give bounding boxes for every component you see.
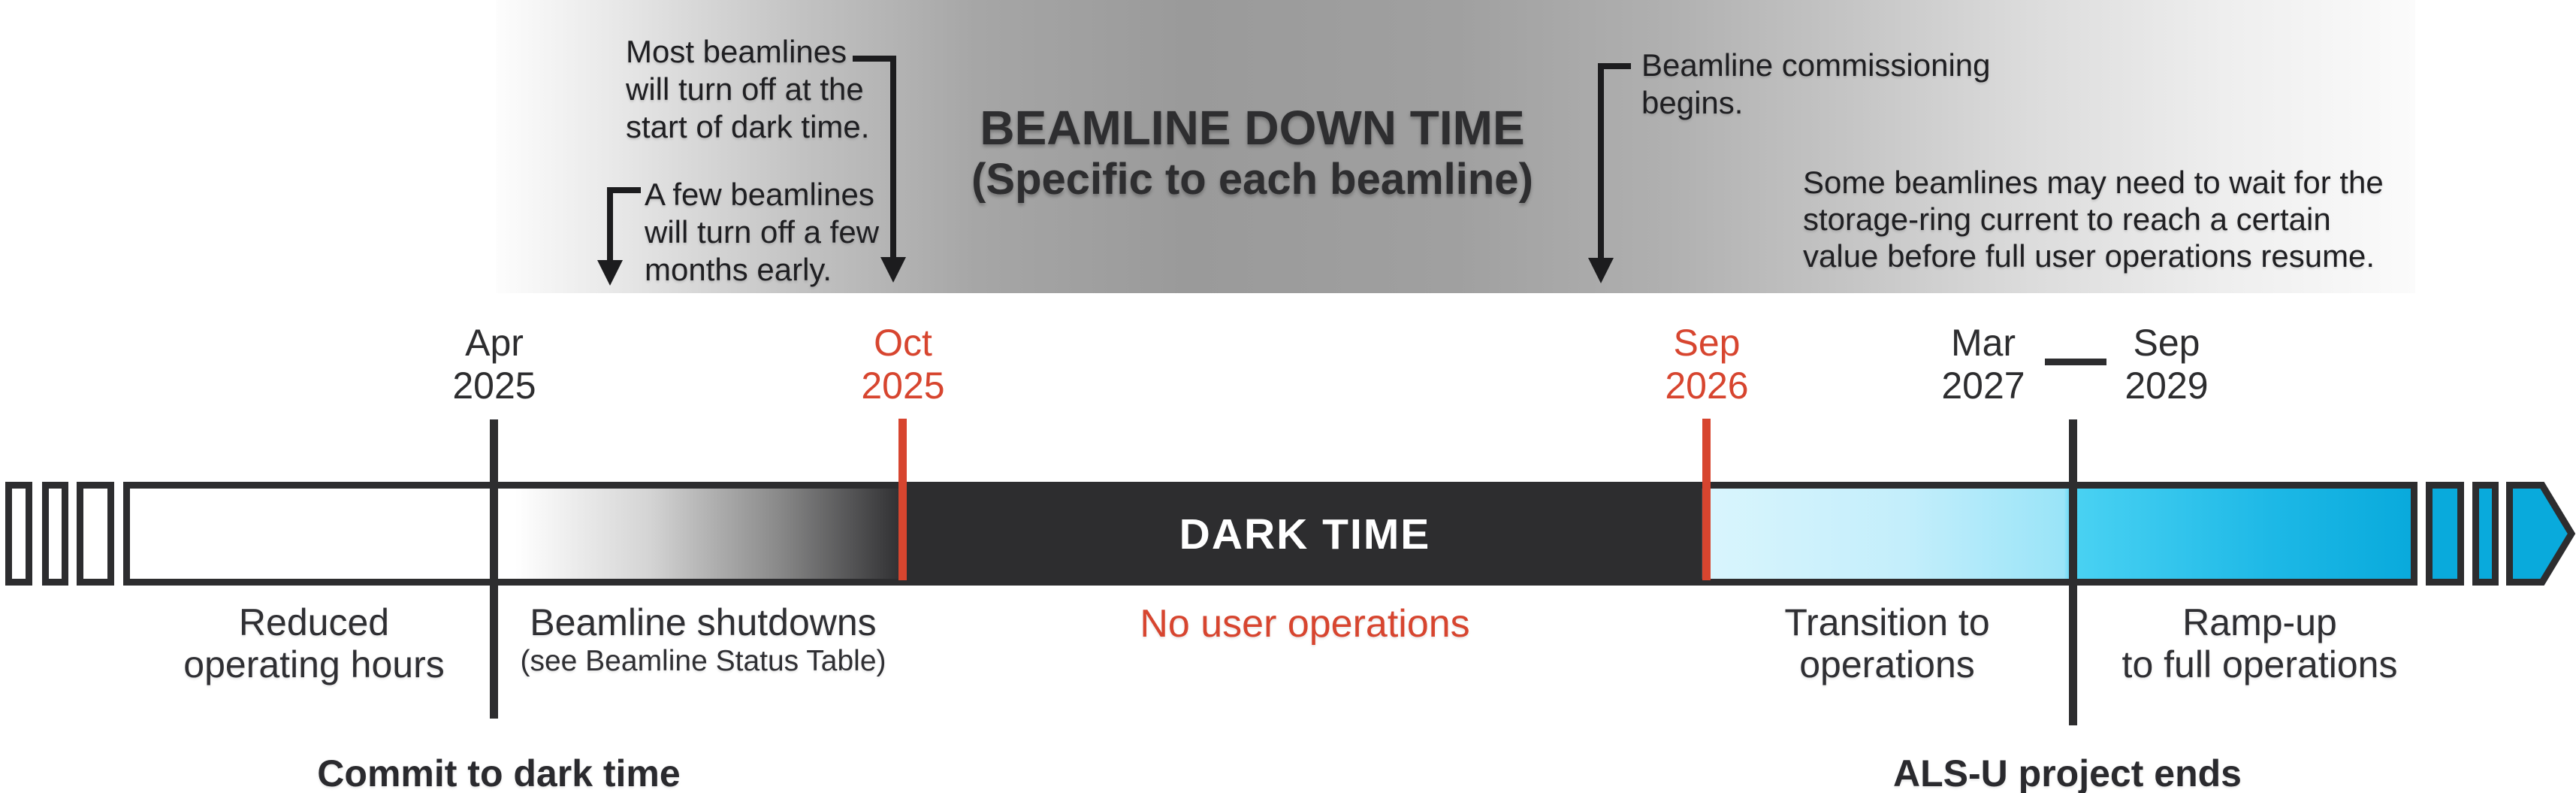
annotation-wait-line1: Some beamlines may need to wait for the xyxy=(1803,165,2384,200)
date-oct-2025-year: 2025 xyxy=(861,365,945,407)
milestone-line-sep-2026 xyxy=(1702,419,1711,580)
date-sep-2029-year: 2029 xyxy=(2125,365,2209,407)
few-beamlines-arrow-vertical xyxy=(607,187,613,262)
timeline-end-arrow-icon xyxy=(2506,482,2575,586)
most-beamlines-arrowhead-icon xyxy=(880,257,906,283)
annotation-wait: Some beamlines may need to wait for the … xyxy=(1803,164,2384,274)
phase-rampup-line2: to full operations xyxy=(2122,643,2398,686)
milestone-line-oct-2025 xyxy=(898,419,907,580)
phase-transition-line1: Transition to xyxy=(1784,601,1990,643)
date-sep-2029: Sep 2029 xyxy=(2069,322,2264,407)
annotation-wait-line2: storage-ring current to reach a certain xyxy=(1803,201,2331,237)
band-title-line2: (Specific to each beamline) xyxy=(971,155,1533,204)
date-oct-2025: Oct 2025 xyxy=(805,322,1001,407)
phase-reduced-hours: Reduced operating hours xyxy=(51,601,577,686)
timeline-end-tick-1 xyxy=(2426,482,2464,586)
date-apr-2025-year: 2025 xyxy=(452,365,536,407)
date-sep-2026-year: 2026 xyxy=(1665,365,1749,407)
few-beamlines-arrowhead-icon xyxy=(597,260,623,286)
date-sep-2026: Sep 2026 xyxy=(1609,322,1804,407)
timeline-end-tick-2 xyxy=(2472,482,2499,586)
event-commit-dark-time: Commit to dark time xyxy=(317,752,681,793)
phase-shutdowns-line1: Beamline shutdowns xyxy=(530,601,877,643)
date-range-dash xyxy=(2045,359,2106,365)
dark-time-label: DARK TIME xyxy=(1179,510,1431,558)
annotation-few-line1: A few beamlines xyxy=(645,177,874,212)
phase-beamline-shutdowns: Beamline shutdowns (see Beamline Status … xyxy=(440,601,966,679)
annotation-wait-line3: value before full user operations resume… xyxy=(1803,238,2375,274)
phase-no-user-operations: No user operations xyxy=(1042,603,1568,645)
annotation-few-line2: will turn off a few xyxy=(645,214,880,250)
few-beamlines-arrow-horizontal xyxy=(607,187,641,193)
phase-transition-line2: operations xyxy=(1799,643,1975,686)
annotation-few-line3: months early. xyxy=(645,252,832,287)
date-sep-2026-month: Sep xyxy=(1673,322,1741,364)
commissioning-arrowhead-icon xyxy=(1588,258,1614,283)
annotation-most-line1: Most beamlines xyxy=(626,34,847,69)
timeline-bar xyxy=(123,482,2417,586)
annotation-few-beamlines: A few beamlines will turn off a few mont… xyxy=(645,176,879,289)
most-beamlines-arrow-vertical xyxy=(890,56,896,260)
date-apr-2025: Apr 2025 xyxy=(397,322,592,407)
phase-rampup: Ramp-up to full operations xyxy=(1997,601,2523,686)
beamline-downtime-band xyxy=(496,0,2415,293)
date-mar-2027: Mar 2027 xyxy=(1886,322,2081,407)
phase-reduced-line2: operating hours xyxy=(183,643,445,686)
milestone-line-mar-2027 xyxy=(2069,419,2077,725)
timeline-start-tick-3 xyxy=(77,482,114,586)
milestone-line-apr-2025 xyxy=(490,419,498,719)
most-beamlines-arrow-horizontal xyxy=(853,56,896,62)
phase-transition: Transition to operations xyxy=(1624,601,2150,686)
phase-rampup-line1: Ramp-up xyxy=(2182,601,2337,643)
phase-reduced-line1: Reduced xyxy=(238,601,390,643)
date-apr-2025-month: Apr xyxy=(465,322,524,364)
timeline-start-tick-2 xyxy=(42,482,68,586)
annotation-most-line3: start of dark time. xyxy=(626,109,870,144)
timeline-start-tick-1 xyxy=(5,482,32,586)
date-mar-2027-year: 2027 xyxy=(1941,365,2025,407)
band-title: BEAMLINE DOWN TIME (Specific to each bea… xyxy=(802,104,1703,201)
phase-no-user-line1: No user operations xyxy=(1140,602,1470,646)
date-mar-2027-month: Mar xyxy=(1950,322,2016,364)
annotation-commissioning-line1: Beamline commissioning xyxy=(1641,47,1991,83)
date-sep-2029-month: Sep xyxy=(2133,322,2200,364)
annotation-most-beamlines: Most beamlines will turn off at the star… xyxy=(626,33,869,146)
event-alsu-project-ends: ALS-U project ends xyxy=(1893,752,2242,793)
date-oct-2025-month: Oct xyxy=(874,322,932,364)
commissioning-arrow-horizontal xyxy=(1598,63,1631,69)
annotation-most-line2: will turn off at the xyxy=(626,71,864,107)
annotation-commissioning-line2: begins. xyxy=(1641,85,1744,120)
band-title-line1: BEAMLINE DOWN TIME xyxy=(980,101,1525,155)
phase-shutdowns-line2: (see Beamline Status Table) xyxy=(520,645,886,677)
annotation-commissioning: Beamline commissioning begins. xyxy=(1641,47,1991,122)
commissioning-arrow-vertical xyxy=(1598,63,1604,260)
